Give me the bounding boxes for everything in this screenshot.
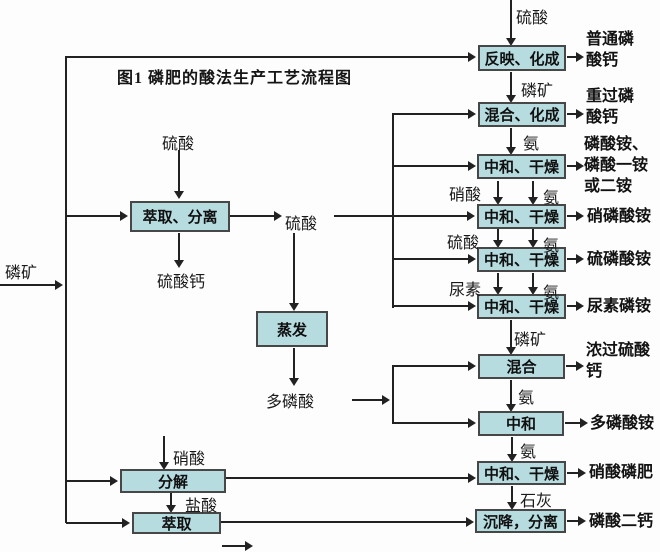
- flow-line: [66, 211, 128, 221]
- stream-label-phosphate-rock: 磷矿: [521, 83, 554, 100]
- stream-label-polyphosphoric-acid: 多磷酸: [266, 394, 315, 411]
- diagram-title: 图1 磷肥的酸法生产工艺流程图: [117, 70, 353, 87]
- stream-label-sulfuric-acid: 硫酸: [516, 10, 549, 27]
- flow-line: [506, 0, 516, 46]
- flow-line: [222, 541, 253, 551]
- stream-label-ammonia: 氨: [543, 238, 560, 255]
- flow-line: [567, 211, 584, 221]
- stream-label-nitric-acid: 硝酸: [449, 187, 482, 204]
- product-label-urea-phosphate: 尿素磷铵: [587, 298, 652, 315]
- product-label-triple-superphosphate: 重过磷 酸钙: [586, 88, 635, 126]
- process-box-neutralize-dry-1: 中和、干燥: [477, 154, 566, 179]
- product-label-ordinary-superphosphate: 普通磷 酸钙: [586, 31, 635, 69]
- process-box-extract-separate: 萃取、分离: [130, 201, 230, 232]
- stream-label-nitric-acid: 硝酸: [173, 451, 206, 468]
- flow-line: [392, 254, 476, 264]
- process-box-react: 反映、化成: [478, 45, 566, 71]
- flow-line: [567, 301, 584, 311]
- product-label-ammonium-polyphosphate: 多磷酸铵: [590, 415, 655, 432]
- flow-line: [392, 301, 476, 311]
- stream-label-ammonia: 氨: [543, 190, 560, 207]
- flow-line: [507, 486, 517, 510]
- process-box-evaporate: 蒸发: [256, 311, 328, 347]
- flow-line: [66, 476, 118, 486]
- flow-line: [506, 320, 516, 355]
- process-box-extract: 萃取: [132, 512, 221, 534]
- stream-label-sulfuric-acid: 硫酸: [162, 136, 195, 153]
- flow-line: [493, 229, 503, 248]
- flow-line: [565, 418, 588, 428]
- stream-label-phosphate-rock: 磷矿: [514, 332, 547, 349]
- stream-label-acid-out: 硫酸: [285, 216, 318, 233]
- product-label-nitrophosphate-ammonium: 硝磷酸铵: [587, 208, 652, 225]
- flow-line: [506, 380, 516, 412]
- product-label-ammonium-phosphates: 磷酸铵、 磷酸一铵 或二铵: [584, 136, 649, 195]
- stream-label-phosphate-rock: 磷矿: [5, 265, 38, 282]
- flow-line: [493, 181, 503, 205]
- process-box-neutralize-dry-5: 中和、干燥: [477, 461, 566, 485]
- product-label-nitrophosphate-fertilizer: 硝酸磷肥: [589, 464, 654, 481]
- flow-line: [289, 233, 299, 311]
- flow-line: [166, 493, 176, 513]
- flow-line: [392, 418, 476, 428]
- flow-line: [566, 361, 584, 371]
- flow-line: [567, 254, 584, 264]
- flow-line: [392, 361, 476, 371]
- flow-line: [392, 161, 476, 171]
- flow-line: [65, 56, 67, 523]
- process-box-neutralize-dry-4: 中和、干燥: [477, 294, 566, 319]
- flow-line: [567, 52, 584, 62]
- flow-line: [392, 113, 394, 308]
- stream-label-calcium-sulfate: 硫酸钙: [157, 274, 206, 291]
- process-box-decompose: 分解: [120, 469, 226, 493]
- flow-line: [66, 52, 476, 62]
- flow-line: [567, 516, 586, 526]
- flow-line: [567, 109, 584, 119]
- flow-line: [230, 211, 282, 221]
- flow-line: [493, 273, 503, 295]
- stream-label-hydrochloric-acid: 盐酸: [185, 498, 218, 515]
- flow-line: [392, 109, 476, 119]
- flow-line: [334, 211, 475, 221]
- stream-label-urea: 尿素: [449, 282, 482, 299]
- flow-line: [289, 348, 299, 386]
- flow-line: [506, 128, 516, 155]
- process-box-neutralize-dry-3: 中和、干燥: [477, 247, 566, 272]
- stream-label-ammonia: 氨: [543, 285, 560, 302]
- flow-line: [506, 72, 516, 103]
- stream-label-ammonia: 氨: [520, 444, 537, 461]
- flow-line: [174, 150, 184, 199]
- process-box-mix: 混合: [478, 354, 565, 379]
- flow-line: [507, 437, 517, 462]
- process-box-settle-separate: 沉降，分离: [475, 509, 566, 533]
- product-label-concentrated-superphosphate: 浓过硫酸 钙: [586, 342, 651, 380]
- flow-line: [392, 365, 394, 423]
- stream-label-ammonia: 氨: [523, 136, 540, 153]
- flow-line: [221, 517, 474, 527]
- flow-line: [159, 436, 169, 470]
- product-label-dicalcium-phosphate: 磷酸二钙: [589, 513, 654, 530]
- flow-line: [66, 518, 130, 528]
- flow-line: [352, 395, 390, 405]
- flow-line: [567, 161, 584, 171]
- process-box-neutralize-dry-2: 中和、干燥: [477, 204, 566, 229]
- flow-line: [226, 473, 476, 483]
- flow-line: [0, 280, 63, 290]
- stream-label-sulfuric-acid: 硫酸: [447, 235, 480, 252]
- product-label-sulfophosphate-ammonium: 硫磷酸铵: [587, 251, 652, 268]
- flow-line: [567, 468, 586, 478]
- process-box-mix-form: 混合、化成: [478, 102, 566, 127]
- stream-label-lime: 石灰: [520, 493, 553, 510]
- stream-label-ammonia: 氨: [518, 390, 535, 407]
- flow-line: [174, 233, 184, 268]
- flow-line: [528, 273, 538, 295]
- process-box-neutralize: 中和: [478, 411, 564, 436]
- flow-line: [528, 181, 538, 205]
- flow-line: [528, 229, 538, 248]
